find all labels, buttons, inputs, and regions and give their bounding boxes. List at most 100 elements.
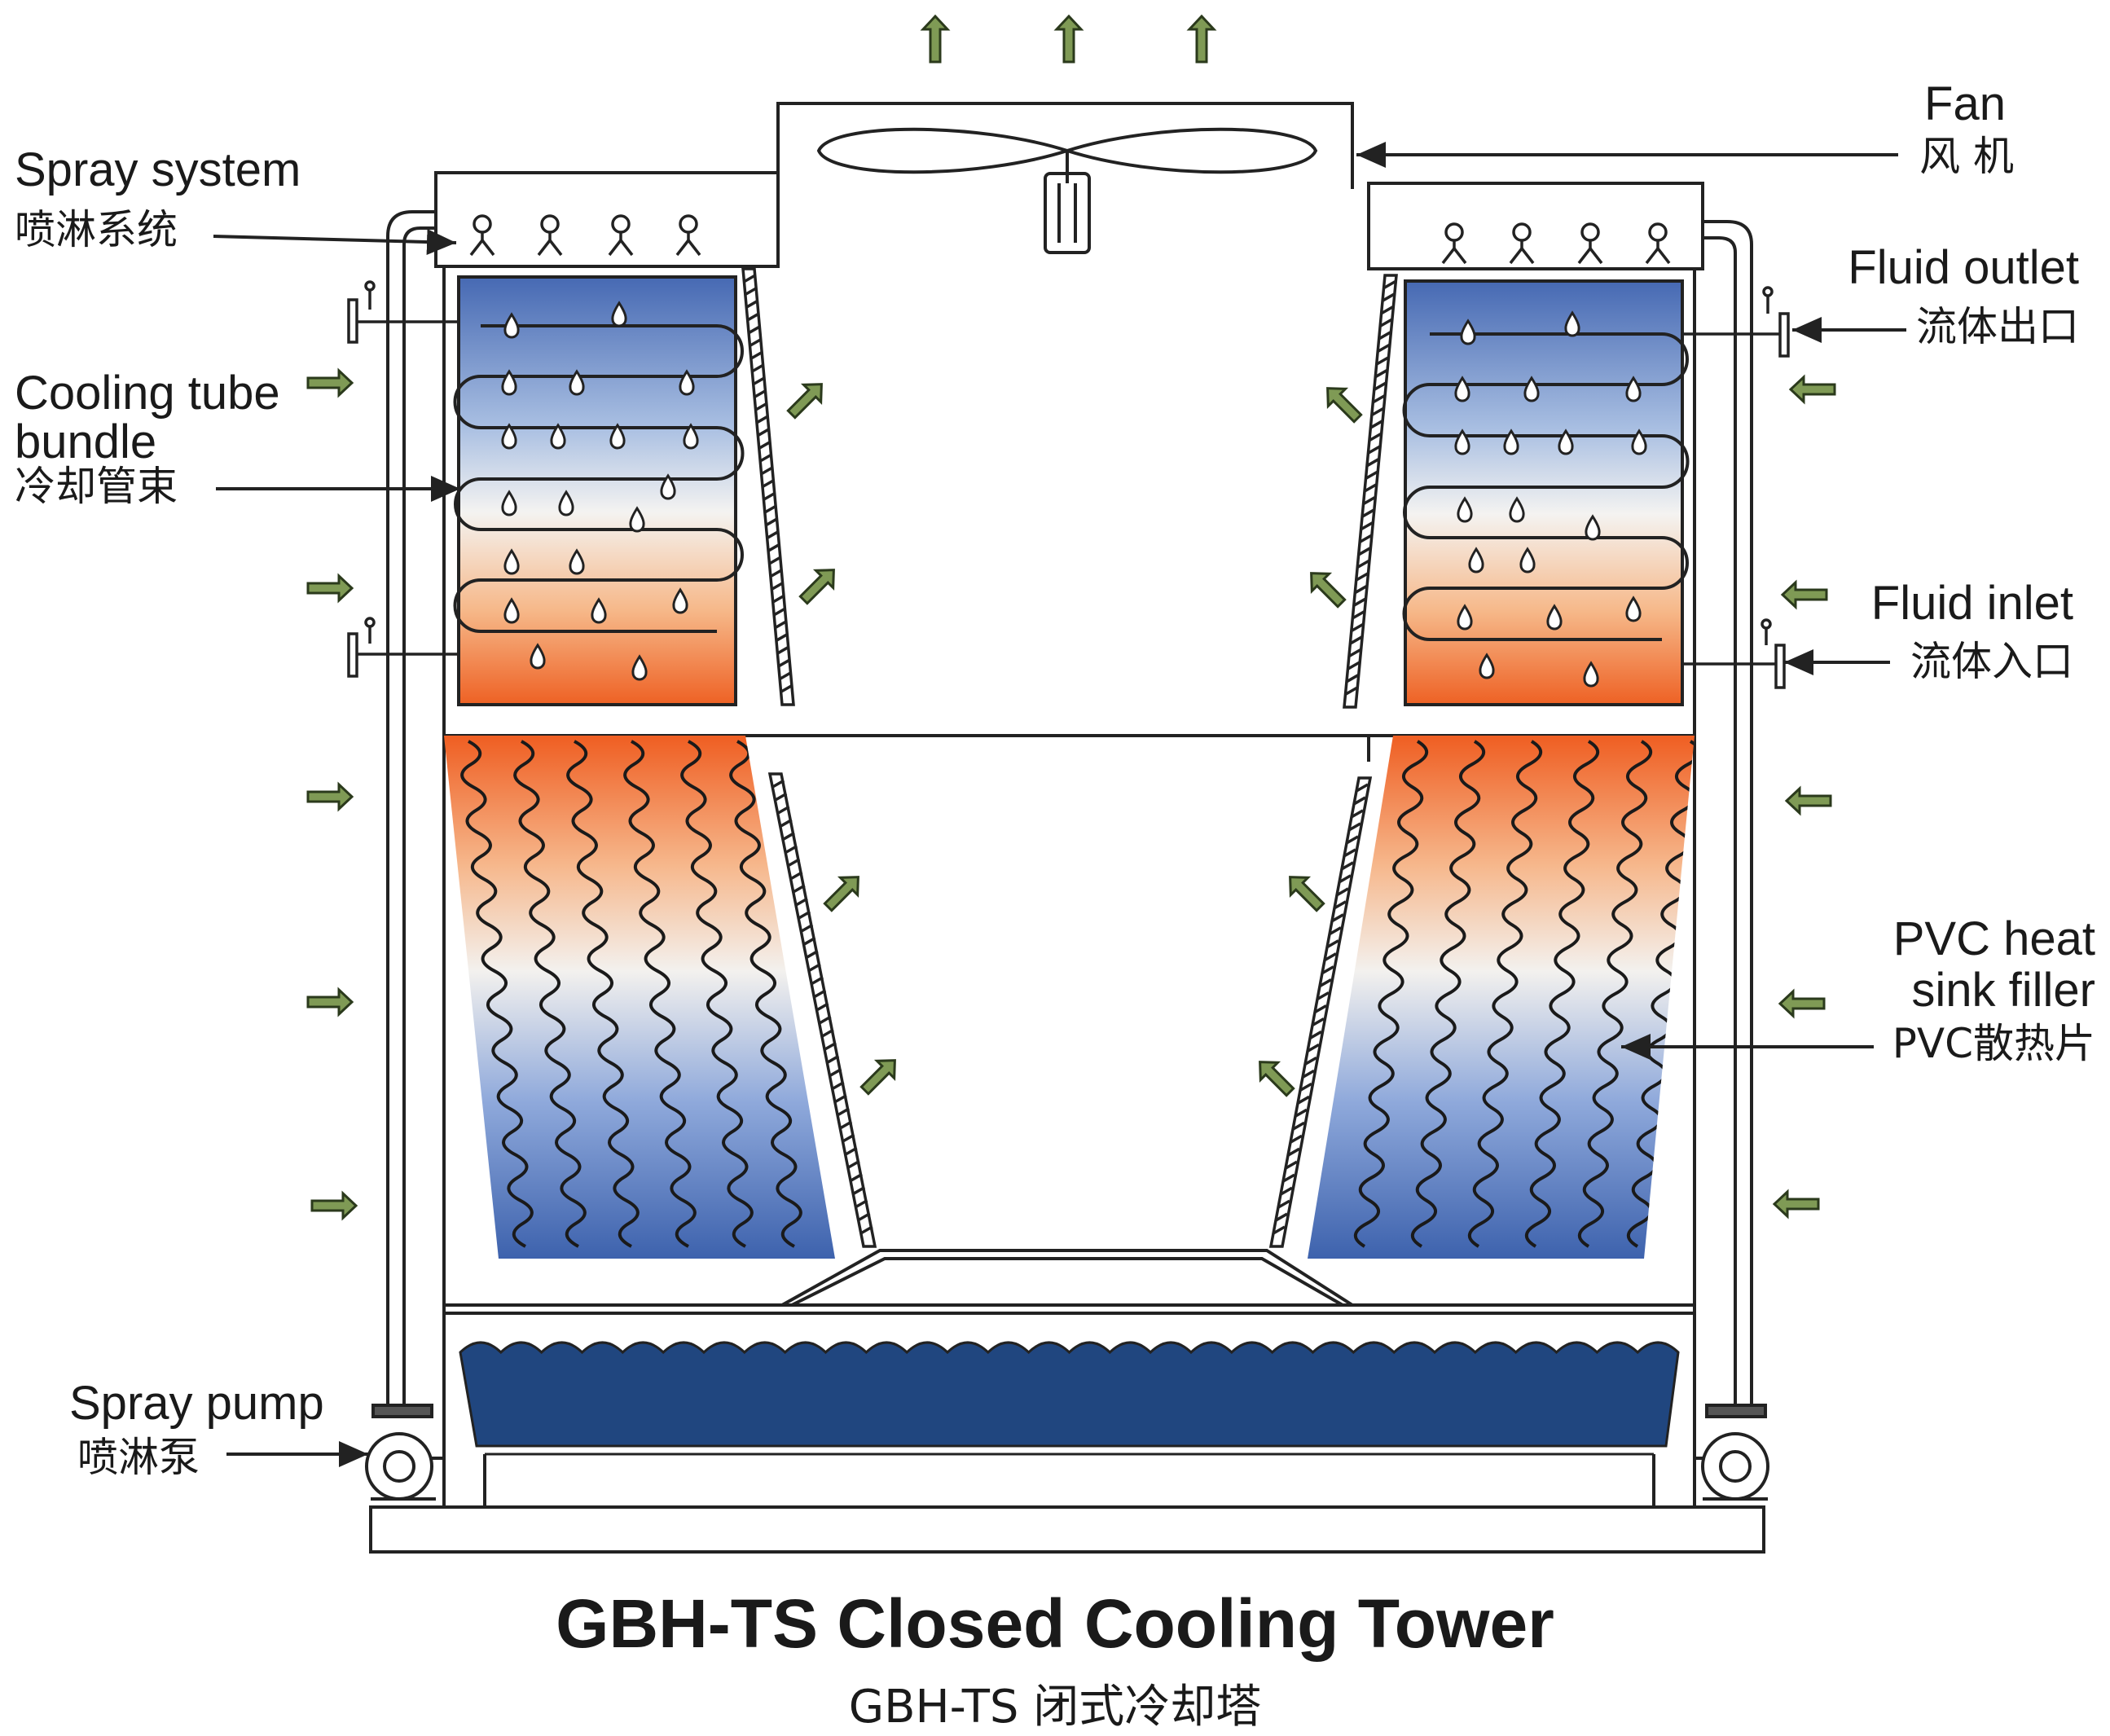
water-drop-icon xyxy=(501,423,517,450)
diagram-title: GBH-TS Closed Cooling Tower xyxy=(556,1585,1554,1662)
cooling-tube-bundle-label: Cooling tube xyxy=(15,367,280,420)
airflow-arrow-icon xyxy=(306,781,354,812)
spray-nozzle-icon xyxy=(1509,222,1535,265)
valve-right-top xyxy=(1762,286,1790,358)
water-drop-icon xyxy=(501,369,517,396)
valve-right-bottom xyxy=(1761,618,1786,689)
airflow-arrow-icon xyxy=(1784,785,1832,816)
pvc-wave-lines-right xyxy=(1353,740,1695,1248)
water-drop-icon xyxy=(683,423,699,450)
cooling-tube-bundle-right xyxy=(1404,279,1684,706)
drift-eliminator-left-lower xyxy=(767,772,877,1248)
cooling-tube-bundle-left xyxy=(457,275,737,706)
fluid-inlet-label-cn: 流体入口 xyxy=(1910,638,2073,685)
exhaust-arrow-icon xyxy=(1053,14,1084,64)
drift-eliminator-left-upper xyxy=(741,267,795,706)
fluid-outlet-label-cn: 流体出口 xyxy=(1916,303,2079,350)
airflow-arrow-icon xyxy=(786,383,823,420)
water-drop-icon xyxy=(1479,653,1495,679)
diagram-subtitle: GBH-TS 闭式冷却塔 xyxy=(848,1681,1262,1734)
valve-left-bottom xyxy=(347,617,376,678)
airflow-arrow-icon xyxy=(306,367,354,398)
water-drop-icon xyxy=(631,654,648,681)
exhaust-arrows xyxy=(920,14,1217,64)
spray-nozzle-icon xyxy=(675,214,701,257)
airflow-arrow-icon xyxy=(1780,579,1828,610)
airflow-arrow-icon xyxy=(306,573,354,604)
spray-nozzle-icon xyxy=(1441,222,1467,265)
water-drop-icon xyxy=(503,312,520,339)
water-drop-icon xyxy=(569,548,585,575)
airflow-arrow-icon xyxy=(1310,572,1347,609)
cooling-tube-bundle-label-2: bundle xyxy=(15,415,157,468)
water-drop-icon xyxy=(550,423,566,450)
water-drop-icon xyxy=(503,548,520,575)
water-drop-icon xyxy=(501,490,517,516)
water-drop-icon xyxy=(1460,319,1476,345)
basin-water xyxy=(459,1341,1680,1448)
water-drop-icon xyxy=(1503,429,1519,455)
spray-nozzle-icon xyxy=(1645,222,1671,265)
spray-pump-label: Spray pump xyxy=(69,1377,324,1430)
fluid-outlet-label: Fluid outlet xyxy=(1848,241,2079,294)
water-drop-icon xyxy=(1625,596,1642,622)
water-drop-icon xyxy=(1468,547,1484,574)
pvc-wave-lines-left xyxy=(460,740,802,1248)
water-drop-icon xyxy=(1457,496,1473,523)
airflow-arrow-icon xyxy=(1326,387,1363,424)
cooling-tube-bundle-label-cn: 冷却管束 xyxy=(15,463,178,510)
water-drop-icon xyxy=(1631,429,1647,455)
spray-box-left xyxy=(434,171,780,268)
airflow-arrow-icon xyxy=(798,569,835,605)
spray-system-label: Spray system xyxy=(15,143,301,196)
water-drop-icon xyxy=(530,643,546,670)
water-drop-icon xyxy=(1585,514,1601,541)
water-drop-icon xyxy=(569,369,585,396)
water-drop-icon xyxy=(609,423,626,450)
airflow-arrow-icon xyxy=(1778,988,1826,1019)
spray-pipe-right xyxy=(1703,220,1753,1417)
pump-icon xyxy=(1695,1404,1769,1501)
water-drop-icon xyxy=(558,490,574,516)
water-drop-icon xyxy=(1454,429,1470,455)
spray-pump-label-cn: 喷淋泵 xyxy=(77,1434,200,1481)
water-drop-icon xyxy=(1583,661,1599,688)
drift-eliminator-right-upper xyxy=(1343,274,1398,709)
spray-nozzle-icon xyxy=(537,214,563,257)
pvc-filler-label-2: sink filler xyxy=(1911,964,2095,1017)
pvc-filler-label: PVC heat xyxy=(1892,912,2095,965)
water-drop-icon xyxy=(503,597,520,624)
water-drop-icon xyxy=(1519,547,1536,574)
water-drop-icon xyxy=(1454,376,1470,402)
water-drop-icon xyxy=(1558,429,1574,455)
water-drop-icon xyxy=(672,587,688,614)
water-drop-icon xyxy=(1523,376,1540,402)
airflow-arrow-icon xyxy=(1259,1061,1295,1097)
airflow-arrow-icon xyxy=(1772,1189,1820,1220)
airflow-arrow-icon xyxy=(306,987,354,1017)
airflow-arrow-icon xyxy=(859,1059,896,1096)
water-drop-icon xyxy=(1625,376,1642,402)
fan-label: Fan xyxy=(1924,77,2006,130)
water-drop-icon xyxy=(629,506,645,533)
fan-icon xyxy=(816,127,1318,254)
water-drop-icon xyxy=(611,301,627,327)
spray-pipe-left xyxy=(386,210,436,1417)
spray-nozzles xyxy=(469,214,1671,265)
airflow-arrow-icon xyxy=(310,1190,358,1221)
tube-coil-left xyxy=(453,324,745,633)
water-drop-icon xyxy=(660,473,676,500)
leader-spray-system xyxy=(213,229,457,256)
water-drop-icon xyxy=(1457,604,1473,631)
airflow-arrow-icon xyxy=(1788,374,1836,405)
fan-label-cn: 风 机 xyxy=(1919,133,2014,180)
base-frame xyxy=(369,1505,1765,1554)
fluid-inlet-label: Fluid inlet xyxy=(1870,577,2073,630)
motor-icon xyxy=(1044,172,1091,254)
tube-coil-right xyxy=(1402,332,1690,641)
exhaust-arrow-icon xyxy=(1186,14,1217,64)
valve-left-top xyxy=(347,280,376,344)
spray-nozzle-icon xyxy=(1577,222,1603,265)
pvc-filler-label-cn: PVC散热片 xyxy=(1892,1020,2095,1067)
